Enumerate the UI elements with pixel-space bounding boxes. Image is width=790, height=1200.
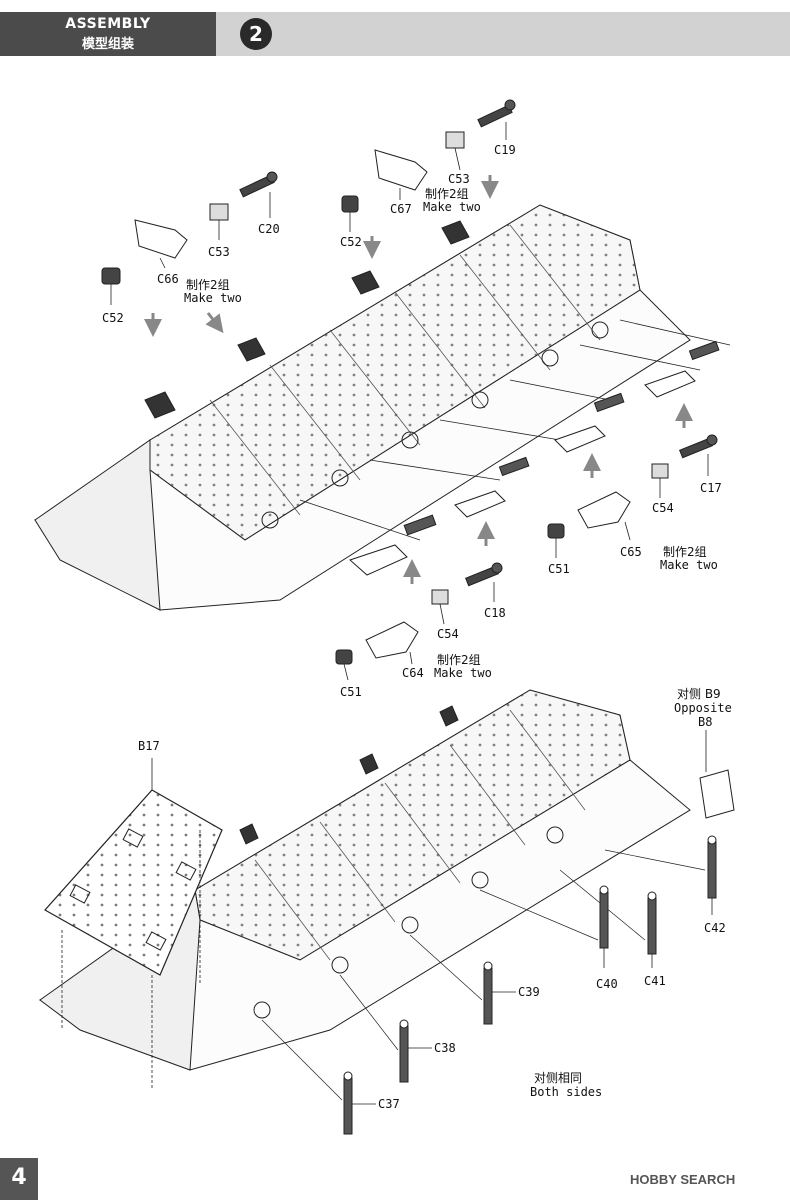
label-c39: C39 xyxy=(518,985,540,999)
label-c37: C37 xyxy=(378,1097,400,1111)
label-c17: C17 xyxy=(700,481,722,495)
part-c53-left: C53 xyxy=(208,203,230,259)
both-sides-en: Both sides xyxy=(530,1085,602,1099)
label-c53-top: C53 xyxy=(448,172,470,186)
header-bar: ASSEMBLY 模型组装 2 xyxy=(0,0,790,58)
both-sides-cn: 对侧相同 xyxy=(534,1071,582,1085)
upper-hull-bow xyxy=(34,439,161,611)
label-c38: C38 xyxy=(434,1041,456,1055)
upper-arm-set xyxy=(349,340,720,576)
make-two-top-en: Make two xyxy=(423,200,481,214)
make-two-low-cn: 制作2组 xyxy=(437,653,481,667)
make-two-left-en: Make two xyxy=(184,291,242,305)
label-c18: C18 xyxy=(484,606,506,620)
part-b17-panel: B17 xyxy=(44,739,223,1088)
part-c54-low: C54 xyxy=(431,589,459,641)
part-c51-low: C51 xyxy=(335,649,362,699)
label-c65: C65 xyxy=(620,545,642,559)
part-c41: C41 xyxy=(559,869,666,988)
part-c37: C37 xyxy=(261,1019,400,1135)
label-c54-low: C54 xyxy=(437,627,459,641)
make-two-left-cn: 制作2组 xyxy=(186,278,230,292)
label-c54-right: C54 xyxy=(652,501,674,515)
make-two-right-en: Make two xyxy=(660,558,718,572)
part-c42: C42 xyxy=(604,835,726,935)
label-c51-low: C51 xyxy=(340,685,362,699)
part-c53-top: C53 xyxy=(445,131,470,186)
label-b8: B8 xyxy=(698,715,712,729)
part-c52-mid: C52 xyxy=(340,195,362,249)
part-c18: C18 xyxy=(465,562,506,620)
label-c64: C64 xyxy=(402,666,424,680)
label-c51-right: C51 xyxy=(548,562,570,576)
arrow-down-icon xyxy=(205,312,224,334)
part-c39: C39 xyxy=(409,934,540,1025)
part-c65: C65 xyxy=(577,491,642,559)
upper-hull-assembly xyxy=(33,204,731,611)
label-c42: C42 xyxy=(704,921,726,935)
opposite-en: Opposite xyxy=(674,701,732,715)
make-two-right-cn: 制作2组 xyxy=(663,545,707,559)
label-c52-left: C52 xyxy=(102,311,124,325)
watermark-logo: HOBBY SEARCH xyxy=(630,1172,736,1187)
assembly-diagram: C19 C53 C67 C52 制作2组 Make two C20 C53 C6… xyxy=(33,99,735,1135)
label-b17: B17 xyxy=(138,739,160,753)
part-c66: C66 xyxy=(134,219,188,286)
opposite-b9-cn: 对侧 B9 xyxy=(677,687,721,701)
label-c66: C66 xyxy=(157,272,179,286)
part-c51-right: C51 xyxy=(547,523,570,576)
label-c53-left: C53 xyxy=(208,245,230,259)
assembly-title-cn: 模型组装 xyxy=(81,37,134,52)
part-c64: C64 xyxy=(365,621,424,680)
make-two-low-en: Make two xyxy=(434,666,492,680)
part-c54-right: C54 xyxy=(651,463,674,515)
part-c38: C38 xyxy=(339,974,456,1083)
part-c17: C17 xyxy=(679,434,722,495)
part-b8: 对侧 B9 Opposite B8 xyxy=(674,687,735,819)
label-c41: C41 xyxy=(644,974,666,988)
assembly-title-en: ASSEMBLY xyxy=(65,16,151,32)
label-c52-mid: C52 xyxy=(340,235,362,249)
label-c40: C40 xyxy=(596,977,618,991)
label-c20: C20 xyxy=(258,222,280,236)
page-number: 4 xyxy=(11,1165,27,1190)
page-number-box xyxy=(0,1158,38,1200)
part-c19: C19 xyxy=(477,99,516,157)
step-number-badge: 2 xyxy=(240,18,272,50)
part-c40: C40 xyxy=(479,885,618,991)
header-title-block xyxy=(0,12,216,56)
part-c52-left: C52 xyxy=(101,267,124,325)
lower-hull-assembly xyxy=(38,689,691,1071)
header-step-block xyxy=(216,12,790,56)
make-two-top-cn: 制作2组 xyxy=(425,187,469,201)
part-c20: C20 xyxy=(239,171,280,236)
part-c67: C67 xyxy=(374,149,428,216)
label-c67: C67 xyxy=(390,202,412,216)
label-c19: C19 xyxy=(494,143,516,157)
